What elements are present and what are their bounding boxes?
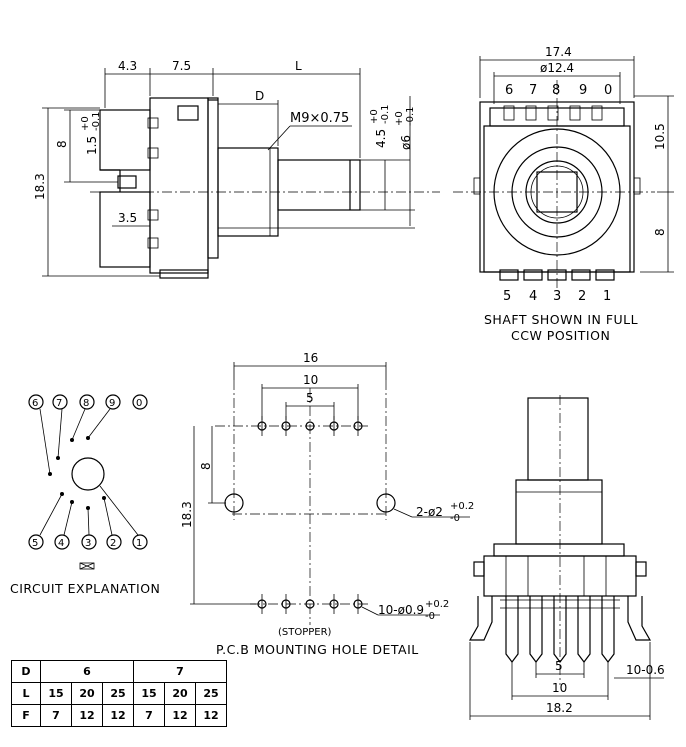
circuit-pin-5: 5 <box>32 538 38 549</box>
table-cell: 12 <box>71 704 103 727</box>
front-pin-3: 3 <box>553 289 561 304</box>
table-cell: 6 <box>40 660 134 683</box>
svg-text:+0.2: +0.2 <box>425 599 449 610</box>
front-pin-6: 6 <box>505 83 513 98</box>
dim-D: D <box>255 89 264 103</box>
dim-4-3: 4.3 <box>118 59 137 73</box>
bottom-dim-10: 10 <box>552 681 567 695</box>
pcb-big-hole-callout: 2-ø2 +0.2 -0 <box>416 501 474 524</box>
circuit-pin-9: 9 <box>109 398 115 409</box>
pcb-dim-5: 5 <box>306 391 314 405</box>
dim-8-front: 8 <box>653 228 667 236</box>
svg-text:-0.1: -0.1 <box>91 111 102 131</box>
dim-12-4: ø12.4 <box>540 61 574 75</box>
circuit-pin-8: 8 <box>83 398 89 409</box>
dim-17-4: 17.4 <box>545 45 572 59</box>
circuit-pin-7: 7 <box>56 398 62 409</box>
front-pin-5: 5 <box>503 289 511 304</box>
circuit-pin-6: 6 <box>32 398 38 409</box>
bottom-pin-callout: 10-0.6 <box>626 663 665 677</box>
pcb-stopper: (STOPPER) <box>278 627 332 638</box>
table-cell: 15 <box>133 682 165 705</box>
circuit-pin-3: 3 <box>85 538 91 549</box>
svg-text:-0: -0 <box>450 513 460 524</box>
bottom-dim-18-2: 18.2 <box>546 701 573 715</box>
table-row: L 15 20 25 15 20 25 <box>11 682 227 705</box>
svg-text:-0.1: -0.1 <box>380 104 391 124</box>
circuit-caption: CIRCUIT EXPLANATION <box>10 581 160 596</box>
svg-text:+0: +0 <box>394 111 405 126</box>
table-cell: 7 <box>133 660 227 683</box>
dim-7-5: 7.5 <box>172 59 191 73</box>
pcb-dim-8: 8 <box>199 462 213 470</box>
svg-text:ø6: ø6 <box>399 135 413 150</box>
table-cell: 25 <box>102 682 134 705</box>
front-pin-7: 7 <box>529 83 537 98</box>
table-row: F 7 12 12 7 12 12 <box>11 704 227 727</box>
bottom-view: 5 10 18.2 10-0.6 <box>468 395 665 720</box>
spec-table: D 6 7 L 15 20 25 15 20 25 F 7 12 12 7 12… <box>11 660 227 727</box>
table-cell: 7 <box>40 704 72 727</box>
svg-text:2-ø2: 2-ø2 <box>416 505 443 519</box>
pcb-small-hole-callout: 10-ø0.9 +0.2 -0 <box>378 599 449 622</box>
front-pin-1: 1 <box>603 289 611 304</box>
pcb-caption: P.C.B MOUNTING HOLE DETAIL <box>216 642 419 657</box>
svg-text:+0: +0 <box>369 109 380 124</box>
svg-text:+0.2: +0.2 <box>450 501 474 512</box>
pcb-dim-16: 16 <box>303 351 318 365</box>
front-pin-4: 4 <box>529 289 537 304</box>
bottom-dim-5: 5 <box>555 659 563 673</box>
circuit-pin-1: 1 <box>136 538 142 549</box>
front-pin-2: 2 <box>578 289 586 304</box>
front-caption-2: CCW POSITION <box>511 328 610 343</box>
dim-L: L <box>295 59 302 73</box>
circuit-pin-0: 0 <box>136 398 142 409</box>
table-cell: 12 <box>102 704 134 727</box>
front-pin-9: 9 <box>579 83 587 98</box>
svg-text:10-ø0.9: 10-ø0.9 <box>378 603 424 617</box>
table-row-label: L <box>11 682 41 705</box>
tol-1-5: 1.5 +0 -0.1 <box>80 111 102 155</box>
table-row-label: F <box>11 704 41 727</box>
pcb-dim-18-3: 18.3 <box>180 501 194 528</box>
table-cell: 7 <box>133 704 165 727</box>
dim-3-5: 3.5 <box>118 211 137 225</box>
svg-text:1.5: 1.5 <box>85 136 99 155</box>
pcb-bottom-holes <box>257 594 363 614</box>
tol-6: ø6 +0 -0.1 <box>394 106 416 150</box>
table-cell: 12 <box>195 704 227 727</box>
thread-label: M9×0.75 <box>290 111 349 126</box>
dim-8-side: 8 <box>55 140 69 148</box>
pcb-dim-10: 10 <box>303 373 318 387</box>
svg-text:-0: -0 <box>425 611 435 622</box>
front-pin-0: 0 <box>604 83 612 98</box>
dim-18-3: 18.3 <box>33 173 47 200</box>
circuit-explanation: 6 7 8 9 0 5 4 3 2 1 <box>10 394 160 596</box>
front-pin-8: 8 <box>552 83 560 98</box>
circuit-pin-2: 2 <box>110 538 116 549</box>
side-view: 4.3 7.5 L D M9×0.75 18.3 8 1.5 +0 -0.1 3… <box>33 59 440 279</box>
svg-text:+0: +0 <box>80 116 91 131</box>
table-cell: 20 <box>164 682 196 705</box>
front-view: 17.4 ø12.4 6 7 8 9 0 5 4 3 2 1 10.5 8 SH… <box>453 45 674 343</box>
front-caption-1: SHAFT SHOWN IN FULL <box>484 312 638 327</box>
table-cell: 20 <box>71 682 103 705</box>
table-cell: 15 <box>40 682 72 705</box>
tol-4-5: 4.5 +0 -0.1 <box>369 104 391 148</box>
table-cell: 25 <box>195 682 227 705</box>
svg-text:4.5: 4.5 <box>374 129 388 148</box>
circuit-pin-4: 4 <box>58 538 64 549</box>
table-cell: 12 <box>164 704 196 727</box>
pcb-mounting-detail: 16 10 5 8 18.3 2-ø2 +0.2 -0 10-ø0.9 +0.2 <box>180 351 474 657</box>
table-row: D 6 7 <box>11 660 227 683</box>
svg-text:-0.1: -0.1 <box>405 106 416 126</box>
table-row-label: D <box>11 660 41 683</box>
dim-10-5: 10.5 <box>653 123 667 150</box>
